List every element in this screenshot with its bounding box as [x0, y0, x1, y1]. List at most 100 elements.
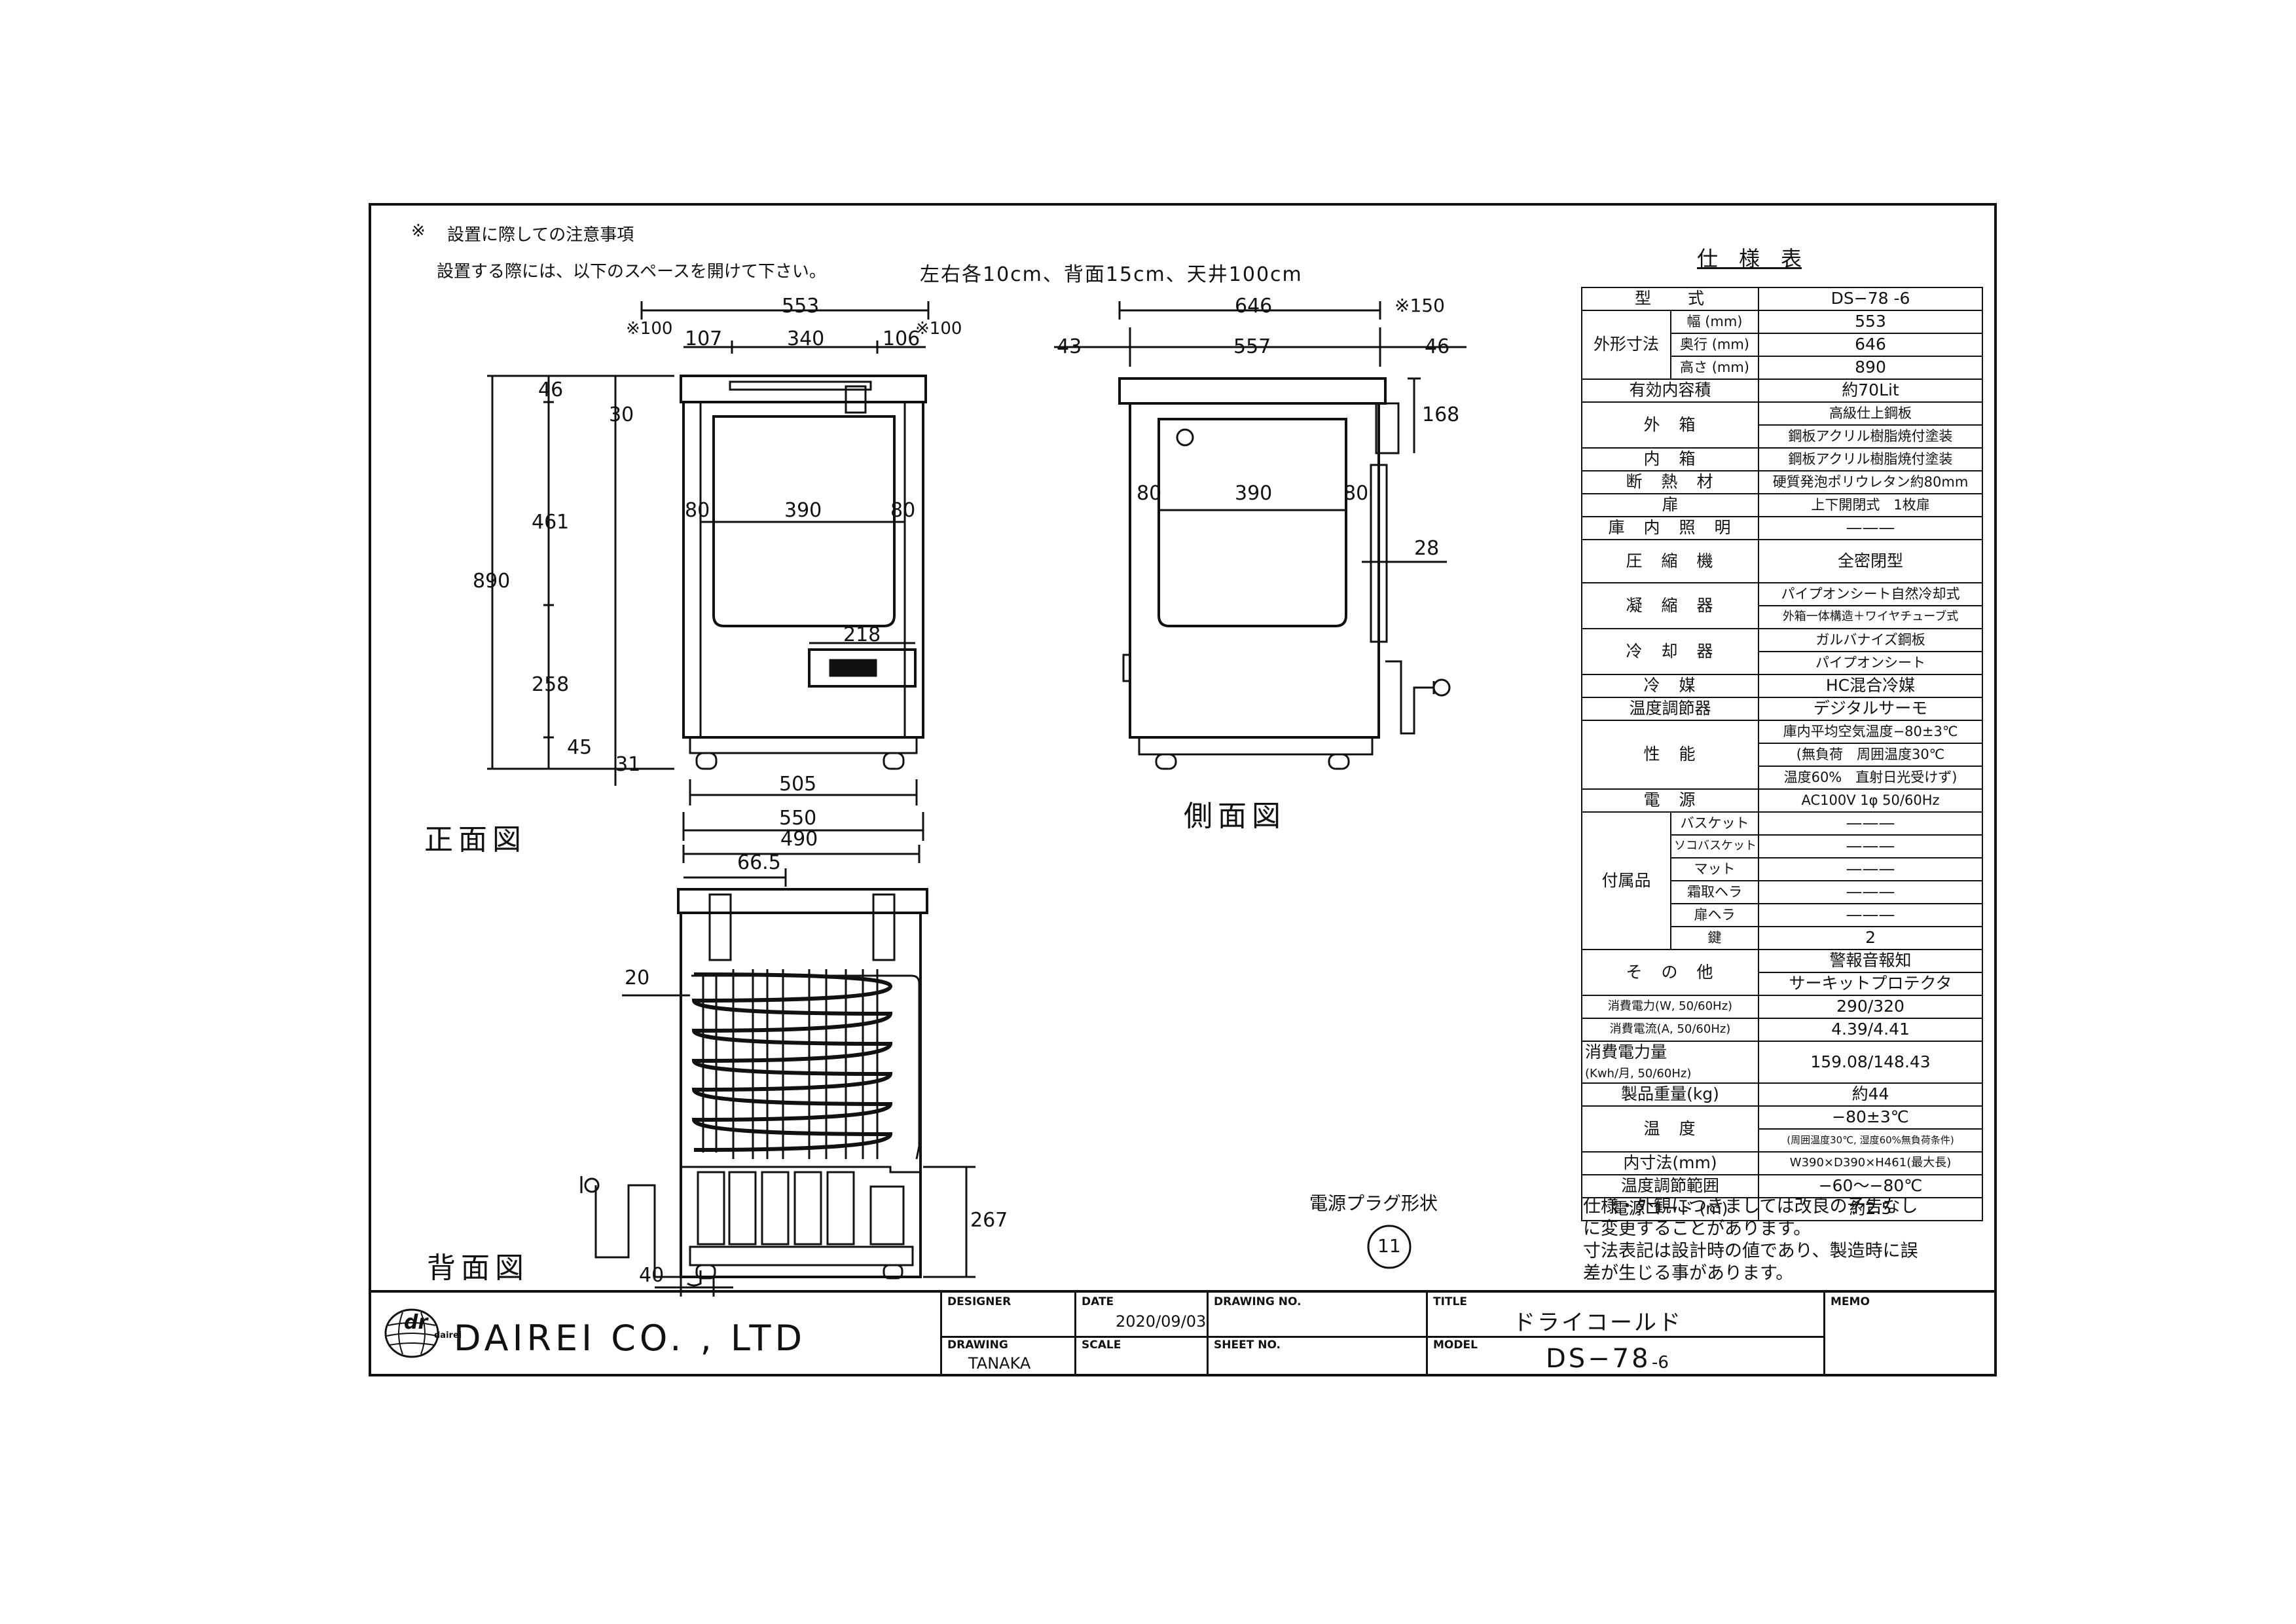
spec-sub: 扉ヘラ [1669, 903, 1760, 927]
back-dim-490: 490 [780, 828, 818, 851]
spec-sub: 高さ (mm) [1669, 356, 1760, 380]
front-dim-550: 550 [779, 807, 817, 830]
spec-value: 庫内平均空気温度−80±3℃ [1758, 720, 1984, 744]
spec-label: 温度調節範囲 [1580, 1174, 1760, 1198]
memo-header: MEMO [1831, 1295, 1870, 1308]
back-dim-40: 40 [639, 1264, 665, 1287]
footnote-line: 寸法表記は設計時の値であり、製造時に誤 [1583, 1241, 1918, 1261]
scale-header: SCALE [1082, 1338, 1121, 1352]
front-dim-side-left: 80 [685, 499, 710, 522]
spec-sub: 奥行 (mm) [1669, 333, 1760, 357]
spec-label: 温 度 [1580, 1105, 1760, 1153]
side-dim-back-46: 46 [1425, 335, 1450, 358]
side-view-drawing [1054, 301, 1467, 770]
spec-value: ——— [1758, 857, 1984, 881]
front-dim-side-right: 80 [890, 499, 916, 522]
spec-value: ——— [1758, 903, 1984, 927]
side-view-title: 側面図 [1184, 800, 1286, 833]
drawing-sheet [369, 203, 1997, 1376]
spec-label: 圧 縮 機 [1580, 539, 1760, 583]
spec-label: 外 箱 [1580, 401, 1760, 449]
spec-value: パイプオンシート [1758, 651, 1984, 675]
drawing-no-cell: DRAWING NO. [1207, 1293, 1426, 1336]
front-dim-505: 505 [779, 773, 817, 796]
spec-label: 断 熱 材 [1580, 470, 1760, 494]
front-dim-lid: 30 [609, 403, 634, 426]
note-instruction: 設置する際には、以下のスペースを開けて下さい。 [437, 262, 826, 282]
spec-label: そ の 他 [1580, 949, 1760, 996]
front-dim-width-total: 553 [782, 295, 820, 318]
logo-subtext: dairei [434, 1331, 462, 1340]
spec-label: 冷 却 器 [1580, 628, 1760, 675]
spec-value: 290/320 [1758, 995, 1984, 1019]
back-view-drawing [580, 845, 975, 1297]
side-dim-28: 28 [1414, 537, 1440, 560]
spec-value: 553 [1758, 310, 1984, 334]
model-value: DS−78 [1546, 1344, 1651, 1374]
drawing-value: TANAKA [968, 1354, 1031, 1373]
front-dim-right-part: 106 [883, 327, 920, 350]
note-heading: 設置に際しての注意事項 [447, 225, 634, 245]
spec-sub: ソコバスケット [1669, 834, 1760, 858]
model-cell: MODEL DS−78 -6 [1426, 1336, 1823, 1376]
spec-label: 扉 [1580, 493, 1760, 517]
spec-value: 2 [1758, 926, 1984, 950]
back-view-title: 背面図 [427, 1251, 529, 1285]
spec-label: 冷 媒 [1580, 674, 1760, 698]
front-dim-clear-left: ※100 [626, 319, 673, 339]
spec-label: 内 箱 [1580, 447, 1760, 471]
spec-value: ガルバナイズ鋼板 [1758, 628, 1984, 652]
spec-sub: 幅 (mm) [1669, 310, 1760, 334]
side-dim-inner-557: 557 [1233, 335, 1271, 358]
spec-sub: バスケット [1669, 811, 1760, 836]
side-dim-inner: 390 [1235, 482, 1273, 505]
spec-value: 約70Lit [1758, 378, 1984, 403]
spec-value: DS−78 -6 [1758, 287, 1984, 311]
title-cell: TITLE ドライコールド [1426, 1293, 1823, 1336]
spec-label: 型 式 [1580, 287, 1760, 311]
spec-label: 凝 縮 器 [1580, 582, 1760, 629]
spec-value: HC混合冷媒 [1758, 674, 1984, 698]
company-name: DAIREI CO. , LTD [454, 1318, 807, 1359]
back-dim-66-5: 66.5 [737, 851, 781, 874]
front-dim-inner: 390 [784, 499, 822, 522]
side-dim-side-left: 80 [1137, 482, 1162, 505]
company-logo [384, 1308, 439, 1358]
logo-text: dr [404, 1311, 428, 1334]
spec-value: 上下開閉式 1枚扉 [1758, 493, 1984, 517]
spec-value: 外箱一体構造＋ワイヤチューブ式 [1758, 605, 1984, 629]
spec-value: W390×D390×H461(最大長) [1758, 1151, 1984, 1175]
spec-value: デジタルサーモ [1758, 697, 1984, 721]
back-dim-267: 267 [970, 1209, 1008, 1232]
spec-value: ——— [1758, 811, 1984, 836]
spec-value: 646 [1758, 333, 1984, 357]
spec-label-multiline: 消費電力量(Kwh/月, 50/60Hz) [1580, 1041, 1760, 1084]
spec-label: 電 源 [1580, 788, 1760, 813]
side-dim-168: 168 [1422, 403, 1460, 426]
spec-title: 仕 様 表 [1697, 246, 1802, 271]
designer-cell: DESIGNER [940, 1293, 1074, 1336]
front-dim-base-45: 45 [567, 736, 592, 759]
spec-label: 温度調節器 [1580, 697, 1760, 721]
note-clearances: 左右各10cm、背面15cm、天井100cm [920, 263, 1303, 286]
title-header: TITLE [1433, 1295, 1467, 1308]
front-view-title: 正面図 [424, 823, 526, 857]
spec-value: 鋼板アクリル樹脂焼付塗装 [1758, 424, 1984, 449]
spec-label: 性 能 [1580, 720, 1760, 790]
spec-label: 製品重量(kg) [1580, 1082, 1760, 1107]
front-view-drawing [487, 301, 930, 841]
side-dim-side-right: 80 [1343, 482, 1369, 505]
spec-value: (周囲温度30℃, 湿度60%無負荷条件) [1758, 1128, 1984, 1153]
spec-label: 有効内容積 [1580, 378, 1760, 403]
spec-value: ——— [1758, 516, 1984, 540]
spec-label: 消費電力(W, 50/60Hz) [1580, 995, 1760, 1019]
drawing-cell: DRAWING TANAKA [940, 1336, 1074, 1376]
memo-cell: MEMO [1823, 1293, 1997, 1376]
spec-label: 庫 内 照 明 [1580, 516, 1760, 540]
date-value: 2020/09/03 [1116, 1312, 1207, 1331]
spec-sub: 鍵 [1669, 926, 1760, 950]
date-cell: DATE 2020/09/03 [1074, 1293, 1207, 1336]
side-dim-front-43: 43 [1057, 335, 1082, 358]
